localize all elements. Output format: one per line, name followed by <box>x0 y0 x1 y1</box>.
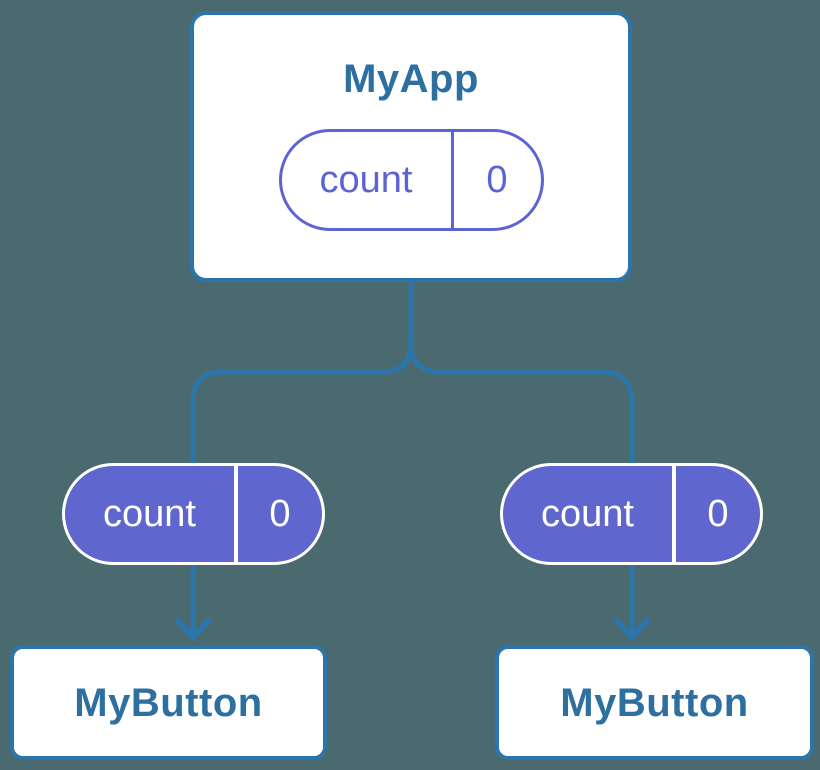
state-pill-mybutton-left: count 0 <box>62 463 325 565</box>
state-value-label: 0 <box>234 466 322 562</box>
component-title: MyButton <box>560 680 749 725</box>
fork-branch-left <box>190 345 414 466</box>
component-title: MyApp <box>343 57 479 101</box>
state-key-label: count <box>541 492 634 535</box>
state-pill-myapp: count 0 <box>278 129 544 231</box>
arrow-head-right-icon <box>612 616 652 642</box>
state-key-label: count <box>319 158 413 201</box>
state-key-label: count <box>103 492 196 535</box>
component-title: MyButton <box>74 680 263 725</box>
arrow-head-left-icon <box>173 616 213 642</box>
component-node-mybutton-right: MyButton <box>495 645 814 760</box>
fork-branch-right <box>408 345 635 466</box>
component-node-myapp: MyApp count 0 <box>190 11 632 282</box>
component-node-mybutton-left: MyButton <box>10 645 327 760</box>
state-pill-mybutton-right: count 0 <box>500 463 763 565</box>
state-value-label: 0 <box>450 132 541 228</box>
state-value-label: 0 <box>672 466 760 562</box>
